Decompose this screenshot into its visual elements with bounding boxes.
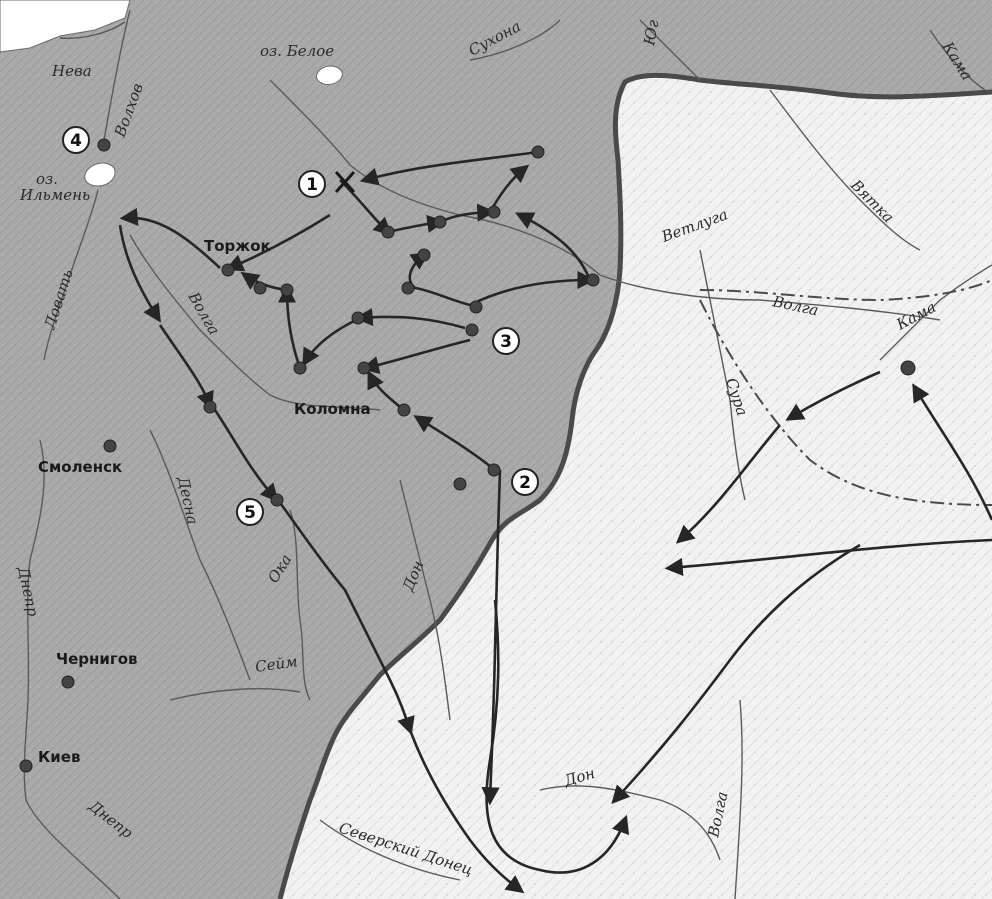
waypoint-dot (465, 323, 479, 337)
dashed-boundary (699, 279, 992, 302)
waypoints (19, 138, 916, 773)
marker-3: 3 (492, 327, 520, 355)
gulf-of-finland (0, 0, 131, 53)
waypoint-dot (357, 361, 371, 375)
dashed-boundary-2 (699, 299, 992, 506)
waypoint-dot (103, 439, 117, 453)
waypoint-dot (453, 477, 467, 491)
marker-5: 5 (236, 498, 264, 526)
river-label-seym: Сейм (254, 652, 299, 676)
city-label-torzhok: Торжок (204, 237, 271, 255)
waypoint-dot (293, 361, 307, 375)
waypoint-dot (487, 205, 501, 219)
campaign-routes (118, 150, 992, 894)
waypoint-dot (97, 138, 111, 152)
city-label-chernigov: Чернигов (56, 650, 138, 668)
waypoint-dot (19, 759, 33, 773)
waypoint-dot (280, 283, 294, 297)
waypoint-dot (61, 675, 75, 689)
marker-2: 2 (511, 468, 539, 496)
waypoint-dot (397, 403, 411, 417)
city-label-kolomna: Коломна (294, 400, 371, 418)
waypoint-dot (381, 225, 395, 239)
waypoint-dot (487, 463, 501, 477)
svg-text:5: 5 (244, 503, 256, 523)
city-label-smolensk: Смоленск (38, 458, 122, 476)
svg-text:1: 1 (306, 175, 318, 195)
waypoint-dot (417, 248, 431, 262)
svg-text:2: 2 (519, 473, 531, 493)
river-label-yug: Юг (640, 18, 662, 48)
lake-label-ilmen-2: Ильмень (19, 186, 90, 204)
waypoint-dot (351, 311, 365, 325)
lake-ilmen (84, 162, 116, 187)
waypoint-dot (433, 215, 447, 229)
lake-beloe (315, 65, 343, 85)
waypoint-dot (221, 263, 235, 277)
waypoint-dot (586, 273, 600, 287)
marker-4: 4 (62, 126, 90, 154)
marker-1: 1 (298, 170, 326, 198)
city-label-kiev: Киев (38, 748, 80, 766)
river-label-neva: Нева (51, 62, 92, 80)
waypoint-dot (203, 400, 217, 414)
waypoint-dot (253, 281, 267, 295)
waypoint-dot (469, 300, 483, 314)
waypoint-dot (900, 360, 916, 376)
state-border (277, 72, 992, 899)
lake-label-ilmen-1: оз. (36, 170, 58, 188)
battle-cross-icon (334, 170, 356, 194)
svg-text:3: 3 (500, 332, 512, 352)
waypoint-dot (270, 493, 284, 507)
waypoint-dot (531, 145, 545, 159)
waypoint-dot (401, 281, 415, 295)
svg-text:4: 4 (70, 131, 82, 151)
lake-label-beloe: оз. Белое (260, 42, 334, 60)
rivers (23, 9, 992, 899)
